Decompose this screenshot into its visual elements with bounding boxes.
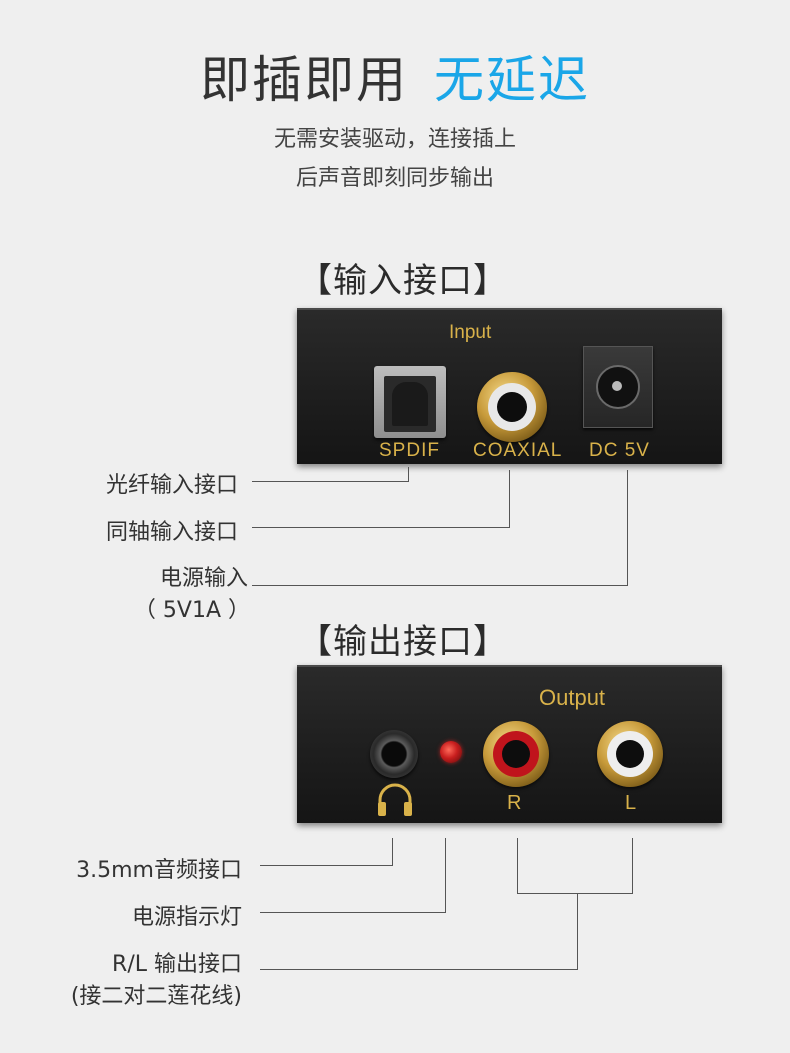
rca-right-label: R	[507, 792, 523, 814]
callout-rl-output: R/L 输出接口	[112, 952, 242, 977]
headphone-icon	[378, 783, 412, 816]
leader-led-h	[260, 912, 446, 913]
led-indicator-icon	[440, 741, 462, 763]
leader-coaxial-h	[252, 527, 510, 528]
coaxial-label: COAXIAL	[473, 440, 563, 461]
optical-port-icon	[374, 366, 446, 438]
callout-headphone: 3.5mm音频接口	[76, 858, 242, 883]
headline: 即插即用无延迟	[0, 40, 790, 112]
dc-jack-icon	[583, 346, 653, 428]
leader-headphone-v	[392, 838, 393, 866]
leader-rl-bracket	[517, 893, 633, 894]
output-section-title: 【输出接口】	[298, 622, 508, 662]
headline-accent: 无延迟	[434, 51, 590, 109]
rca-left-port	[597, 721, 663, 787]
coaxial-port	[477, 372, 547, 442]
subtitle-line-2: 后声音即刻同步输出	[295, 166, 494, 191]
leader-power-v	[627, 470, 628, 586]
output-panel-label: Output	[539, 685, 606, 710]
callout-optical-input: 光纤输入接口	[105, 473, 238, 498]
callout-power-spec: （ 5V1A ）	[133, 598, 250, 623]
leader-rl-h	[260, 969, 578, 970]
leader-r-v	[517, 838, 518, 894]
rca-right-port	[483, 721, 549, 787]
callout-power-input: 电源输入	[159, 566, 248, 591]
subtitle-line-1: 无需安装驱动，连接插上	[273, 127, 516, 152]
output-panel: Output R L	[297, 665, 722, 823]
spdif-label: SPDIF	[379, 440, 440, 461]
input-panel: Input SPDIF COAXIAL DC 5V	[297, 308, 722, 464]
input-panel-label: Input	[449, 322, 492, 343]
callout-coaxial-input: 同轴输入接口	[105, 520, 238, 545]
headline-main: 即插即用	[200, 51, 408, 109]
leader-rl-v	[577, 893, 578, 970]
leader-power-h	[252, 585, 628, 586]
leader-coaxial-v	[509, 470, 510, 528]
leader-optical-h	[252, 481, 409, 482]
leader-l-v	[632, 838, 633, 894]
rca-left-label: L	[625, 792, 638, 814]
input-section-title: 【输入接口】	[298, 261, 508, 301]
leader-headphone-h	[260, 865, 393, 866]
leader-led-v	[445, 838, 446, 913]
dc-label: DC 5V	[589, 440, 650, 461]
headphone-jack	[370, 730, 418, 778]
leader-optical-v	[408, 467, 409, 482]
callout-rl-note: (接二对二莲花线)	[70, 984, 242, 1009]
callout-led: 电源指示灯	[131, 905, 242, 930]
